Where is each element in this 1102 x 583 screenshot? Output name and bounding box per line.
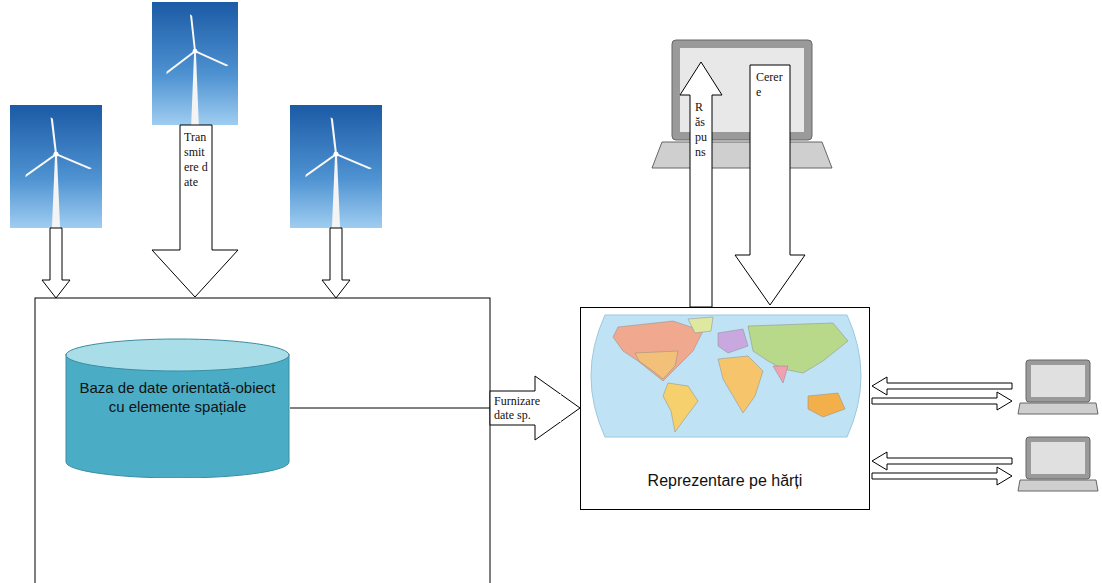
block-arrow: [490, 376, 580, 440]
arrow-label: Răspuns: [695, 100, 707, 160]
flow-arrow: [290, 376, 580, 440]
cylinder-top: [66, 339, 289, 371]
database-label: Baza de date orientată-obiect cu element…: [79, 378, 276, 416]
continent: [613, 321, 703, 381]
client-arrow: [872, 392, 1012, 410]
data-arrow: [42, 125, 350, 298]
request-arrow: [735, 65, 805, 305]
ocean: [591, 315, 861, 437]
wind-turbine: [290, 105, 382, 228]
wind-turbine: [152, 2, 238, 125]
client-arrow: [872, 377, 1012, 485]
continent: [748, 323, 848, 373]
laptop-icon: [652, 40, 832, 168]
request-arrow: [680, 62, 805, 307]
world-map: [591, 315, 861, 437]
continent: [808, 393, 845, 417]
flow-line: [290, 408, 490, 409]
laptop-icon: [1018, 360, 1098, 414]
wind-turbine: [10, 105, 102, 228]
edge-label: Furnizare date sp.: [493, 394, 561, 422]
data-arrow: [152, 125, 238, 297]
client-arrow: [872, 467, 1012, 485]
client-arrow: [872, 452, 1012, 470]
data-arrow: [322, 228, 350, 298]
panel-label: Reprezentare pe hărți: [587, 471, 863, 491]
continent: [773, 366, 788, 383]
server-frame: [35, 298, 490, 583]
laptop-base: [1018, 403, 1098, 414]
continent: [688, 317, 713, 333]
laptop-screen: [1031, 442, 1085, 474]
continent: [635, 351, 678, 379]
laptop-screen: [1031, 365, 1085, 397]
laptop-base: [652, 142, 832, 168]
client-arrow: [872, 377, 1012, 395]
arrow-label: Cerere: [756, 70, 784, 100]
laptop-screen: [1026, 360, 1090, 402]
laptop-base: [1018, 480, 1098, 491]
laptop-screen: [1026, 437, 1090, 479]
continent: [718, 356, 763, 413]
continent: [718, 329, 748, 353]
continent: [663, 383, 698, 432]
map-panel: Reprezentare pe hărți: [580, 307, 870, 510]
arrow-label: Transmitere date: [184, 130, 208, 190]
laptop-icon: [1018, 437, 1098, 491]
cylinder-body: [66, 354, 289, 478]
database-cylinder: Baza de date orientată-obiect cu element…: [65, 338, 290, 478]
response-arrow: [680, 62, 722, 307]
data-arrow: [42, 228, 70, 298]
